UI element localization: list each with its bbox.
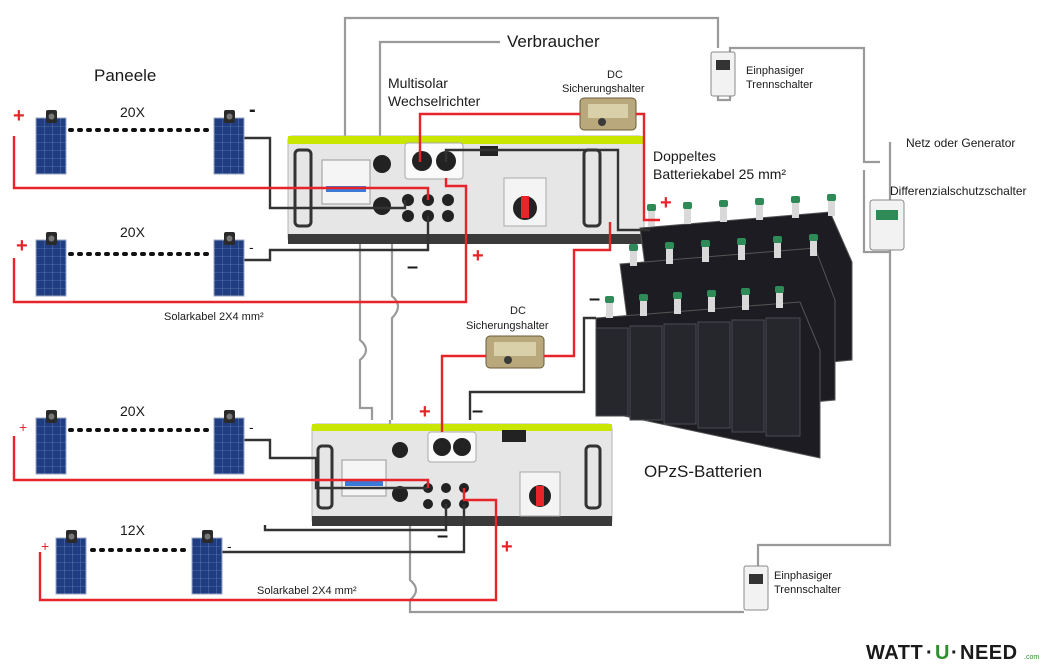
count-string-2: 20X bbox=[120, 224, 146, 240]
count-string-4: 12X bbox=[120, 522, 146, 538]
label-differenzial: Differenzialschutzschalter bbox=[890, 184, 1027, 198]
brand-u: U bbox=[935, 642, 950, 664]
sign-plus-fuse-bottom: + bbox=[419, 401, 431, 423]
solar-string-2 bbox=[35, 231, 245, 297]
sign-minus-s3: - bbox=[249, 419, 254, 435]
label-dc-top-1: DC bbox=[607, 69, 623, 81]
watt-u-need-logo: WATT · U · NEED .com bbox=[866, 642, 1039, 664]
label-dc-bottom-2: Sicherungshalter bbox=[466, 320, 549, 332]
label-netz: Netz oder Generator bbox=[906, 136, 1015, 150]
opzs-battery-bank bbox=[595, 194, 853, 459]
label-solarkabel-2: Solarkabel 2X4 mm² bbox=[257, 585, 357, 597]
battery-post bbox=[828, 200, 835, 216]
battery-post bbox=[756, 204, 763, 220]
brand-watt: WATT bbox=[866, 642, 923, 664]
brand-dot-1: · bbox=[926, 642, 933, 664]
sign-minus-s2: - bbox=[249, 239, 254, 255]
battery-cap bbox=[719, 200, 728, 207]
battery-cap bbox=[773, 236, 782, 243]
battery-post bbox=[684, 208, 691, 224]
sign-minus-s1: - bbox=[249, 99, 256, 121]
label-doppeltes-2: Batteriekabel 25 mm² bbox=[653, 166, 786, 182]
count-string-3: 20X bbox=[120, 403, 146, 419]
battery-post bbox=[810, 240, 817, 256]
label-doppeltes-1: Doppeltes bbox=[653, 148, 716, 164]
label-opzs: OPzS-Batterien bbox=[644, 462, 762, 481]
battery-cap bbox=[673, 292, 682, 299]
einphasiger-trennschalter-top bbox=[710, 51, 736, 97]
label-multisolar-1: Multisolar bbox=[388, 75, 448, 91]
sign-minus-battery: – bbox=[589, 288, 600, 310]
battery-cap bbox=[755, 198, 764, 205]
battery-cap bbox=[605, 296, 614, 303]
battery-post bbox=[742, 294, 749, 310]
battery-post bbox=[630, 250, 637, 266]
battery-cap bbox=[737, 238, 746, 245]
sign-minus-fuse-bottom: – bbox=[472, 400, 483, 422]
label-solarkabel-1: Solarkabel 2X4 mm² bbox=[164, 311, 264, 323]
inverter-bottom bbox=[311, 423, 613, 526]
label-verbraucher: Verbraucher bbox=[507, 32, 600, 51]
label-multisolar-2: Wechselrichter bbox=[388, 93, 481, 109]
solar-string-3 bbox=[35, 409, 245, 475]
battery-cap bbox=[647, 204, 656, 211]
battery-cap bbox=[639, 294, 648, 301]
brand-need: NEED bbox=[960, 642, 1018, 664]
battery-cap bbox=[741, 288, 750, 295]
sign-plus-s2: + bbox=[16, 235, 28, 257]
battery-post bbox=[720, 206, 727, 222]
sign-plus-s3: + bbox=[19, 419, 27, 435]
label-paneele: Paneele bbox=[94, 66, 156, 85]
label-einphasiger-bottom-1: Einphasiger bbox=[774, 570, 832, 582]
battery-post bbox=[776, 292, 783, 308]
sign-plus-inv-bottom: + bbox=[501, 536, 513, 558]
red-cables bbox=[12, 112, 660, 602]
label-trennschalter-top-2: Trennschalter bbox=[746, 79, 813, 91]
brand-com: .com bbox=[1024, 654, 1039, 661]
label-einphasiger-top-1: Einphasiger bbox=[746, 65, 804, 77]
brand-dot-2: · bbox=[951, 642, 958, 664]
sign-plus-s4: + bbox=[41, 538, 49, 554]
battery-cap bbox=[683, 202, 692, 209]
battery-post bbox=[738, 244, 745, 260]
count-string-1: 20X bbox=[120, 104, 146, 120]
dc-fuse-holder-top bbox=[579, 97, 637, 131]
battery-post bbox=[666, 248, 673, 264]
ac-cables bbox=[343, 16, 892, 614]
label-dc-bottom-1: DC bbox=[510, 305, 526, 317]
battery-post bbox=[674, 298, 681, 314]
solar-string-1 bbox=[35, 109, 245, 175]
battery-post bbox=[792, 202, 799, 218]
sign-minus-inv-bottom: – bbox=[437, 525, 448, 547]
solar-string-4 bbox=[55, 529, 223, 595]
battery-cap bbox=[701, 240, 710, 247]
battery-post bbox=[774, 242, 781, 258]
sign-plus-inv-top: + bbox=[472, 245, 484, 267]
battery-cap bbox=[775, 286, 784, 293]
battery-cap bbox=[629, 244, 638, 251]
battery-cap bbox=[791, 196, 800, 203]
sign-minus-s4: - bbox=[227, 538, 232, 554]
dc-fuse-holder-bottom bbox=[485, 335, 545, 369]
battery-post bbox=[648, 210, 655, 226]
battery-post bbox=[702, 246, 709, 262]
battery-cap bbox=[827, 194, 836, 201]
battery-terminal-caps bbox=[605, 194, 836, 318]
battery-post bbox=[606, 302, 613, 318]
black-cables bbox=[222, 136, 650, 554]
sign-minus-inv-top: – bbox=[407, 256, 418, 278]
label-dc-top-2: Sicherungshalter bbox=[562, 83, 645, 95]
differenzialschutzschalter-device bbox=[869, 199, 905, 251]
battery-cap bbox=[707, 290, 716, 297]
sign-plus-s1: + bbox=[13, 105, 25, 127]
battery-post bbox=[708, 296, 715, 312]
einphasiger-trennschalter-bottom bbox=[743, 565, 769, 611]
battery-post bbox=[640, 300, 647, 316]
sign-plus-battery: + bbox=[660, 192, 672, 214]
battery-cap bbox=[665, 242, 674, 249]
battery-cap bbox=[809, 234, 818, 241]
label-trennschalter-bottom-2: Trennschalter bbox=[774, 584, 841, 596]
